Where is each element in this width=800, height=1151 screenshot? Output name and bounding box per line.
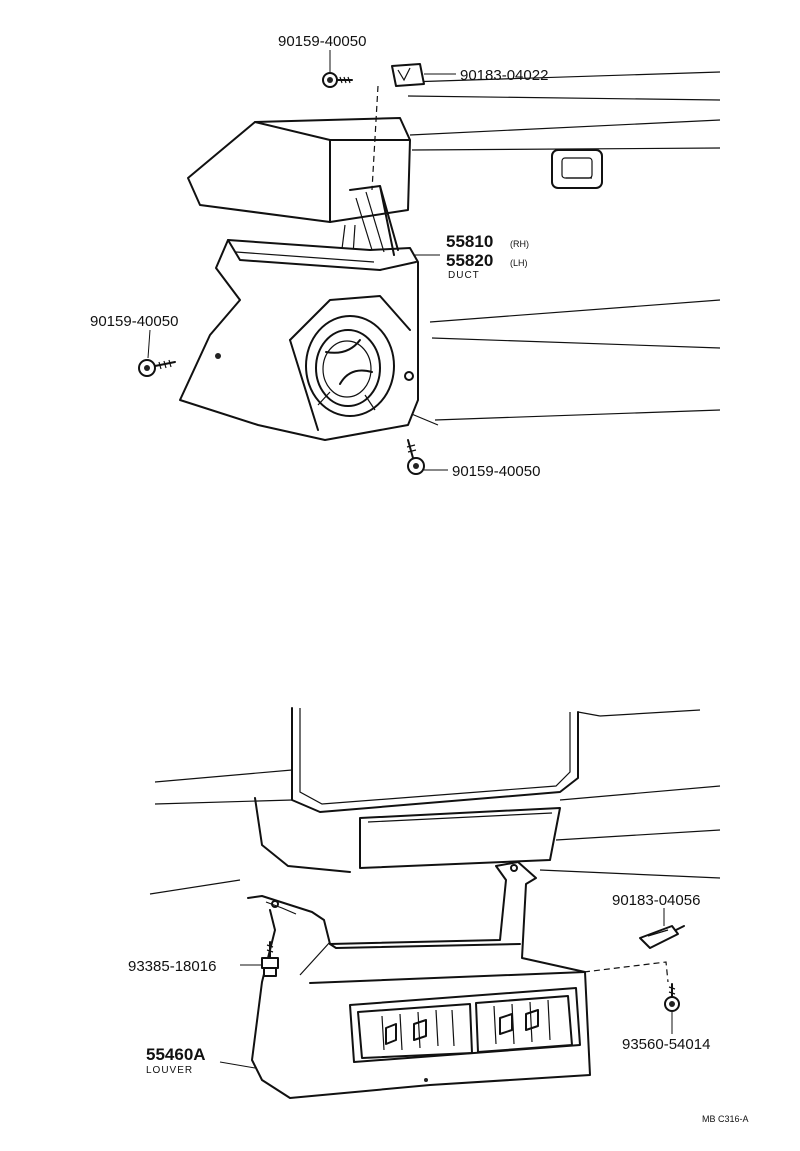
label-screw-top: 90159-40050 [278, 33, 366, 50]
rear-duct-part [179, 185, 419, 441]
leader-louver [219, 1061, 256, 1069]
bottom-background-seat-lines [149, 707, 721, 895]
label-duct-rh-side: (RH) [510, 239, 529, 249]
label-screw-left: 90159-40050 [90, 313, 178, 330]
leader-screw-left [147, 329, 151, 359]
assembly-guide-bottom [583, 961, 669, 983]
label-duct-rh-number: 55810 [446, 232, 493, 251]
bolt-left-fastener [261, 941, 279, 977]
screw-right-fastener [664, 983, 680, 1012]
top-background-body-lines [401, 71, 721, 426]
label-clip-right: 90183-04056 [612, 892, 700, 909]
door-handle-recess [551, 149, 603, 189]
label-duct-caption: DUCT [448, 270, 480, 281]
label-duct-lh-side: (LH) [510, 258, 528, 268]
armrest-console-top [187, 117, 411, 301]
screw-top-fastener [322, 72, 353, 88]
label-screw-right: 93560-54014 [622, 1036, 710, 1053]
label-clip-top: 90183-04022 [460, 67, 548, 84]
drawing-code: MB C316-A [702, 1114, 749, 1124]
label-louver-number: 55460A [146, 1045, 206, 1064]
clip-top-fastener [391, 63, 425, 87]
screw-left-fastener [138, 359, 176, 377]
label-bolt-left: 93385-18016 [128, 958, 216, 975]
louver-part [247, 861, 591, 1099]
label-screw-bottom: 90159-40050 [452, 463, 540, 480]
clip-right-fastener [639, 925, 685, 949]
screw-bottom-fastener [406, 439, 425, 475]
assembly-guide-top [371, 85, 379, 191]
label-louver-caption: LOUVER [146, 1065, 193, 1076]
label-duct-lh-number: 55820 [446, 251, 493, 270]
